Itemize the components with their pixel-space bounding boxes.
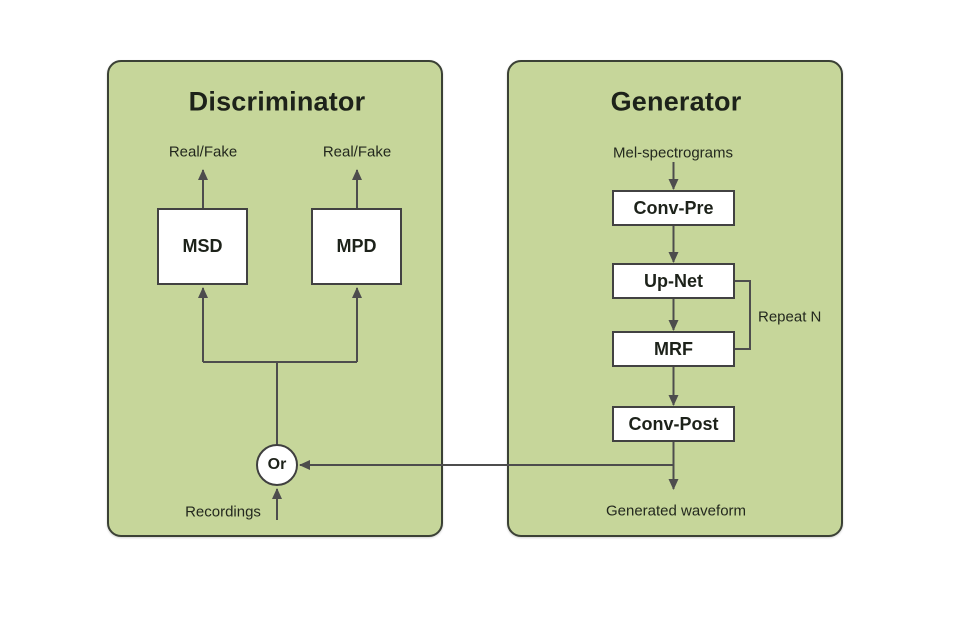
mrf-block: MRF bbox=[612, 331, 735, 367]
up-net-block: Up-Net bbox=[612, 263, 735, 299]
discriminator-title: Discriminator bbox=[188, 86, 366, 117]
real-fake-label-right: Real/Fake bbox=[322, 143, 392, 161]
generated-waveform-label: Generated waveform bbox=[605, 502, 747, 520]
repeat-n-label: Repeat N bbox=[758, 308, 822, 326]
mpd-block: MPD bbox=[311, 208, 402, 285]
recordings-label: Recordings bbox=[185, 503, 261, 521]
or-merge-node: Or bbox=[256, 444, 298, 486]
generator-title: Generator bbox=[610, 86, 742, 117]
msd-block: MSD bbox=[157, 208, 248, 285]
conv-post-block: Conv-Post bbox=[612, 406, 735, 442]
conv-pre-block: Conv-Pre bbox=[612, 190, 735, 226]
mel-spectrograms-label: Mel-spectrograms bbox=[612, 144, 734, 162]
real-fake-label-left: Real/Fake bbox=[168, 143, 238, 161]
